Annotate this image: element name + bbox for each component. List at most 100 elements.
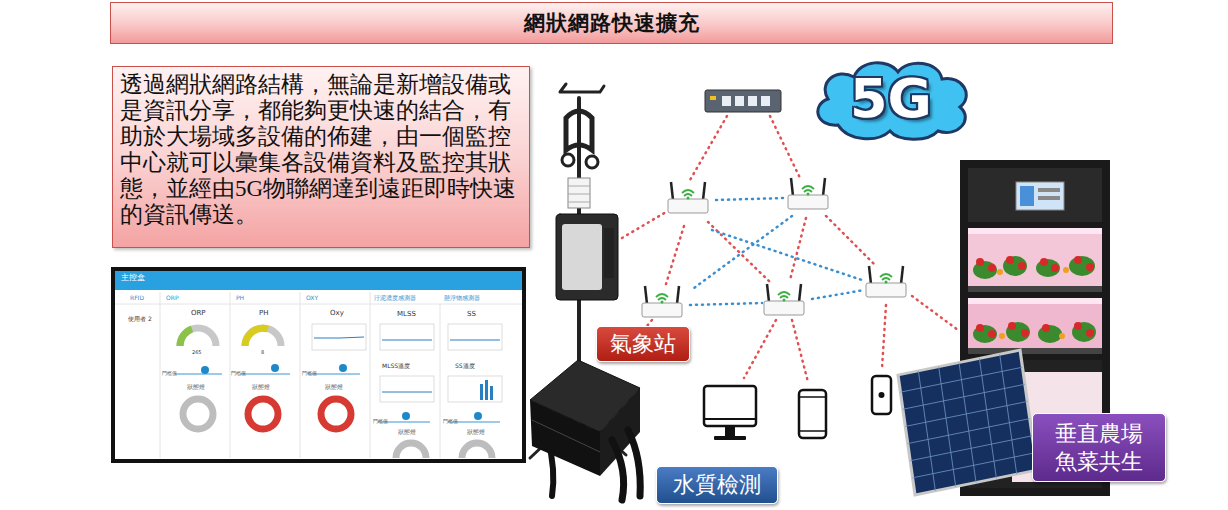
art-line	[622, 212, 666, 238]
art-ellipse	[1069, 256, 1095, 276]
screen-label: MLSS	[397, 311, 416, 319]
art-rect	[799, 390, 826, 438]
art-line	[440, 304, 441, 458]
art-circle	[339, 364, 347, 372]
art-line	[704, 418, 756, 420]
art-circle	[248, 399, 278, 429]
node-text: 水質檢測	[673, 471, 761, 499]
art-rect	[872, 376, 891, 414]
art-path	[245, 328, 268, 346]
art-rect	[115, 271, 522, 290]
art-rect	[380, 324, 434, 350]
art-circle	[999, 333, 1005, 339]
art-path	[880, 274, 892, 280]
screen-label: ORP	[191, 310, 206, 318]
art-circle	[1006, 256, 1014, 264]
screen-label: 8	[261, 350, 264, 356]
art-ellipse	[1072, 322, 1096, 342]
art-ellipse	[1006, 322, 1030, 342]
art-line	[1000, 354, 1017, 474]
art-circle	[474, 412, 482, 420]
art-line	[230, 292, 231, 458]
art-rect	[968, 228, 1102, 234]
art-circle	[661, 301, 664, 304]
art-line	[959, 363, 976, 483]
art-rect	[968, 228, 1102, 292]
art-rect	[764, 301, 804, 315]
screen-label: 265	[192, 350, 202, 356]
screen-label: SS	[467, 311, 476, 319]
art-circle	[1086, 263, 1094, 271]
art-circle	[988, 330, 996, 338]
art-rect	[748, 96, 757, 106]
art-line	[568, 194, 590, 195]
art-circle	[976, 324, 984, 332]
screen-label: 門檻值	[162, 371, 177, 377]
art-circle	[586, 156, 598, 168]
art-circle	[783, 299, 786, 302]
art-rect	[604, 228, 614, 278]
art-circle	[1042, 324, 1050, 332]
screen-label: 懸浮物感測器	[444, 295, 480, 301]
art-line	[300, 292, 301, 458]
art-line	[690, 116, 727, 180]
cloud-outline	[818, 63, 966, 140]
art-path	[612, 430, 640, 500]
farm-label: 垂直農場 魚菜共生	[1032, 413, 1166, 482]
art-circle	[988, 264, 996, 272]
screen-label: 門檻值	[443, 419, 458, 425]
art-line	[671, 182, 673, 200]
art-circle	[562, 154, 574, 166]
description-box: 透過網狀網路結構，無論是新增設備或是資訊分享，都能夠更快速的結合，有助於大場域多…	[112, 66, 530, 248]
art-g	[201, 364, 482, 420]
art-rect	[312, 324, 366, 350]
art-rect	[761, 96, 770, 106]
art-rect	[1038, 196, 1060, 200]
art-path	[560, 84, 604, 92]
art-g	[976, 256, 1094, 338]
art-path	[180, 329, 192, 346]
art-line	[568, 202, 590, 203]
art-rect	[562, 224, 602, 290]
art-g	[764, 284, 804, 315]
art-polyline	[450, 340, 500, 341]
screen-label: 使用者 2	[128, 316, 152, 323]
screen-label: 門檻值	[231, 371, 246, 377]
art-line	[770, 116, 800, 178]
art-circle	[997, 269, 1003, 275]
art-path	[180, 328, 216, 346]
art-ellipse	[1038, 325, 1062, 343]
art-g	[722, 96, 770, 106]
art-rect	[710, 96, 716, 100]
node-text-group: 氣象站	[610, 330, 676, 358]
art-rect	[668, 199, 708, 213]
art-line	[240, 373, 290, 375]
art-circle	[271, 364, 279, 372]
art-line	[115, 304, 522, 305]
art-g	[642, 286, 682, 317]
art-g	[788, 178, 828, 209]
art-line	[744, 320, 776, 378]
art-rect	[568, 178, 590, 208]
title-text: 網狀網路快速擴充	[524, 9, 700, 37]
cloud-5g: 5G	[808, 55, 974, 141]
end-devices	[704, 376, 891, 440]
art-circle	[183, 399, 213, 429]
node-text: 垂直農場 魚菜共生	[1048, 420, 1149, 476]
screen-label: 狀態燈	[467, 429, 485, 436]
water-label: 水質檢測	[656, 466, 778, 504]
art-rect	[642, 303, 682, 317]
art-rect	[480, 384, 483, 400]
screen-label: OXY	[306, 295, 318, 302]
art-rect	[556, 214, 618, 300]
art-line	[703, 182, 705, 200]
screen-label: 狀態燈	[252, 384, 270, 391]
art-path	[778, 292, 790, 298]
screen-label: 狀態燈	[187, 384, 205, 391]
art-circle	[807, 193, 810, 196]
art-circle	[976, 258, 984, 266]
art-line	[716, 198, 784, 200]
screen-label: 主控盒	[121, 274, 145, 282]
art-circle	[1063, 267, 1069, 273]
